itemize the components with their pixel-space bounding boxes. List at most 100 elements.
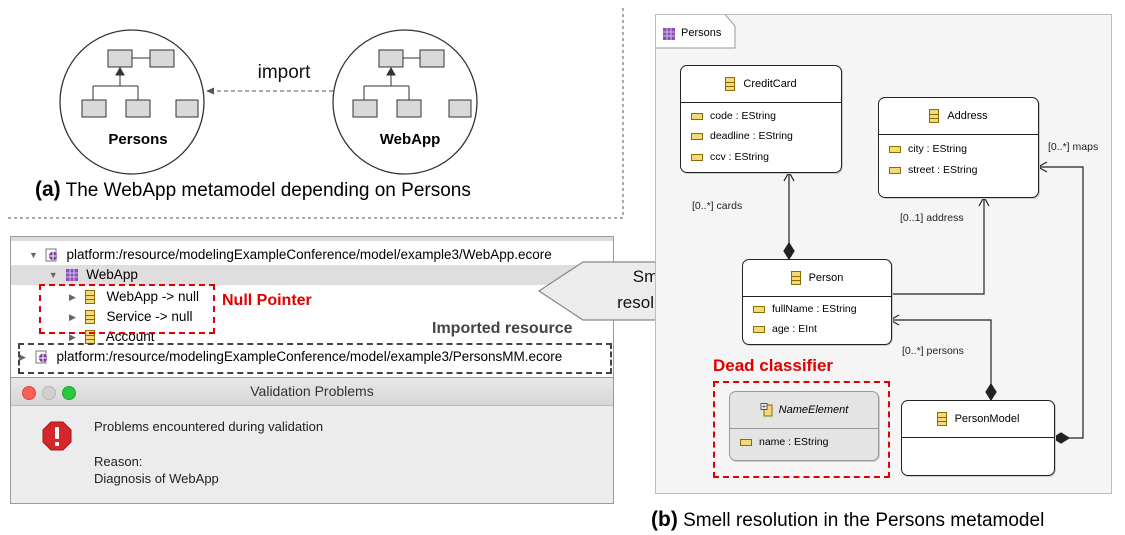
class-header: NameElement xyxy=(730,392,878,429)
package-tab xyxy=(656,15,736,49)
minimize-window-button[interactable] xyxy=(42,386,56,400)
attribute-age[interactable]: age : EInt xyxy=(753,322,817,336)
validation-dialog: Validation Problems Problems encountered… xyxy=(10,377,614,504)
attribute-label: name : EString xyxy=(759,436,829,448)
package-tab-label: Persons xyxy=(681,27,722,39)
class-header: PersonModel xyxy=(902,401,1054,438)
tree-row-webapp-class[interactable]: ▶ WebApp -> null xyxy=(69,287,199,307)
attribute-label: age : EInt xyxy=(772,323,817,335)
attribute-label: code : EString xyxy=(710,110,776,122)
expanded-triangle-icon[interactable]: ▼ xyxy=(48,270,58,281)
caption-a-tag: (a) xyxy=(35,178,61,201)
collapsed-triangle-icon[interactable]: ▶ xyxy=(19,352,26,363)
tree-row-label: Service -> null xyxy=(106,309,193,324)
tree-row-webapp-package[interactable]: ▼ WebApp xyxy=(11,265,613,285)
maximize-window-button[interactable] xyxy=(62,386,76,400)
persons-package-label: Persons xyxy=(108,131,167,148)
eclass-icon xyxy=(725,77,736,92)
close-window-button[interactable] xyxy=(22,386,36,400)
class-person[interactable]: Person fullName : EString age : EInt xyxy=(742,259,892,345)
webapp-mini-diagram xyxy=(352,49,472,118)
error-icon xyxy=(42,421,72,451)
attribute-name[interactable]: name : EString xyxy=(740,435,828,449)
attribute-label: fullName : EString xyxy=(772,303,857,315)
attribute-deadline[interactable]: deadline : EString xyxy=(691,129,793,143)
attribute-icon xyxy=(753,325,765,333)
collapsed-triangle-icon[interactable]: ▶ xyxy=(69,292,76,303)
dead-classifier-highlight xyxy=(713,381,890,478)
dialog-reason-label: Reason: xyxy=(94,454,143,469)
attribute-icon xyxy=(691,112,703,120)
class-address[interactable]: Address city : EString street : EString xyxy=(878,97,1039,198)
class-header: Address xyxy=(879,98,1038,135)
tree-row-label: WebApp xyxy=(86,267,138,282)
edge-label-address: [0..1] address xyxy=(900,212,964,224)
ecore-resource-icon xyxy=(35,350,47,364)
import-label: import xyxy=(258,62,312,83)
dialog-reason-text: Diagnosis of WebApp xyxy=(94,471,219,486)
eclass-icon xyxy=(929,109,940,124)
attribute-icon xyxy=(740,438,752,446)
expanded-triangle-icon[interactable]: ▼ xyxy=(29,250,38,261)
tree-row-service-class[interactable]: ▶ Service -> null xyxy=(69,307,192,327)
class-nameelement[interactable]: NameElement name : EString xyxy=(729,391,879,461)
caption-a: (a) The WebApp metamodel depending on Pe… xyxy=(35,178,471,202)
package-icon xyxy=(65,269,78,282)
caption-b-tag: (b) xyxy=(651,508,678,531)
class-header: CreditCard xyxy=(681,66,841,103)
attribute-icon xyxy=(691,132,703,140)
null-pointer-label: Null Pointer xyxy=(222,292,312,309)
class-name: Address xyxy=(947,110,988,122)
dialog-titlebar xyxy=(11,378,613,406)
attribute-fullname[interactable]: fullName : EString xyxy=(753,302,857,316)
tree-row-label: platform:/resource/modelingExampleConfer… xyxy=(56,349,563,364)
eclass-icon xyxy=(790,271,801,286)
eclass-icon xyxy=(84,290,95,305)
tab-strip xyxy=(11,237,613,241)
class-creditcard[interactable]: CreditCard code : EString deadline : ESt… xyxy=(680,65,842,173)
imported-resource-label: Imported resource xyxy=(430,320,575,338)
tree-row-webapp-resource[interactable]: ▼ platform:/resource/modelingExampleConf… xyxy=(29,245,552,265)
persons-mini-diagram xyxy=(81,49,199,118)
attribute-ccv[interactable]: ccv : EString xyxy=(691,150,769,164)
eclass-icon xyxy=(84,310,95,325)
attribute-city[interactable]: city : EString xyxy=(889,142,967,156)
attribute-icon xyxy=(889,166,901,174)
attribute-label: ccv : EString xyxy=(710,151,769,163)
collapsed-triangle-icon[interactable]: ▶ xyxy=(69,332,76,343)
caption-b-text: Smell resolution in the Persons metamode… xyxy=(683,510,1045,531)
class-personmodel[interactable]: PersonModel xyxy=(901,400,1055,476)
caption-a-text: The WebApp metamodel depending on Person… xyxy=(65,180,471,201)
abstract-class-icon xyxy=(760,403,773,417)
imported-resource-highlight xyxy=(18,343,612,374)
tree-row-persons-resource[interactable]: ▶ platform:/resource/modelingExampleConf… xyxy=(19,347,562,367)
class-name: Person xyxy=(808,272,844,284)
tree-row-label: platform:/resource/modelingExampleConfer… xyxy=(66,247,552,262)
dialog-title: Validation Problems xyxy=(250,383,374,399)
collapsed-triangle-icon[interactable]: ▶ xyxy=(69,312,76,323)
import-arrow-head xyxy=(206,87,214,95)
null-pointer-highlight xyxy=(39,284,215,334)
class-name: NameElement xyxy=(778,404,849,416)
caption-b: (b) Smell resolution in the Persons meta… xyxy=(651,508,1044,532)
tree-row-label: WebApp -> null xyxy=(106,289,199,304)
eclipse-tree-panel: ▼ platform:/resource/modelingExampleConf… xyxy=(10,236,614,384)
attribute-icon xyxy=(889,145,901,153)
edge-label-maps: [0..*] maps xyxy=(1048,141,1099,153)
attribute-code[interactable]: code : EString xyxy=(691,109,776,123)
panel-a-graphic: import Persons WebApp xyxy=(8,8,624,219)
attribute-icon xyxy=(753,305,765,313)
dialog-message: Problems encountered during validation xyxy=(94,419,324,434)
class-header: Person xyxy=(743,260,891,297)
diagram-connectors xyxy=(783,161,1084,444)
edge-label-cards: [0..*] cards xyxy=(692,200,743,212)
eclass-icon xyxy=(936,412,947,427)
attribute-icon xyxy=(691,153,703,161)
ecore-resource-icon xyxy=(45,248,57,262)
package-icon xyxy=(663,28,675,40)
attribute-street[interactable]: street : EString xyxy=(889,163,977,177)
class-name: PersonModel xyxy=(954,413,1020,425)
edge-label-persons: [0..*] persons xyxy=(902,345,964,357)
class-name: CreditCard xyxy=(743,78,797,90)
attribute-label: city : EString xyxy=(908,143,967,155)
